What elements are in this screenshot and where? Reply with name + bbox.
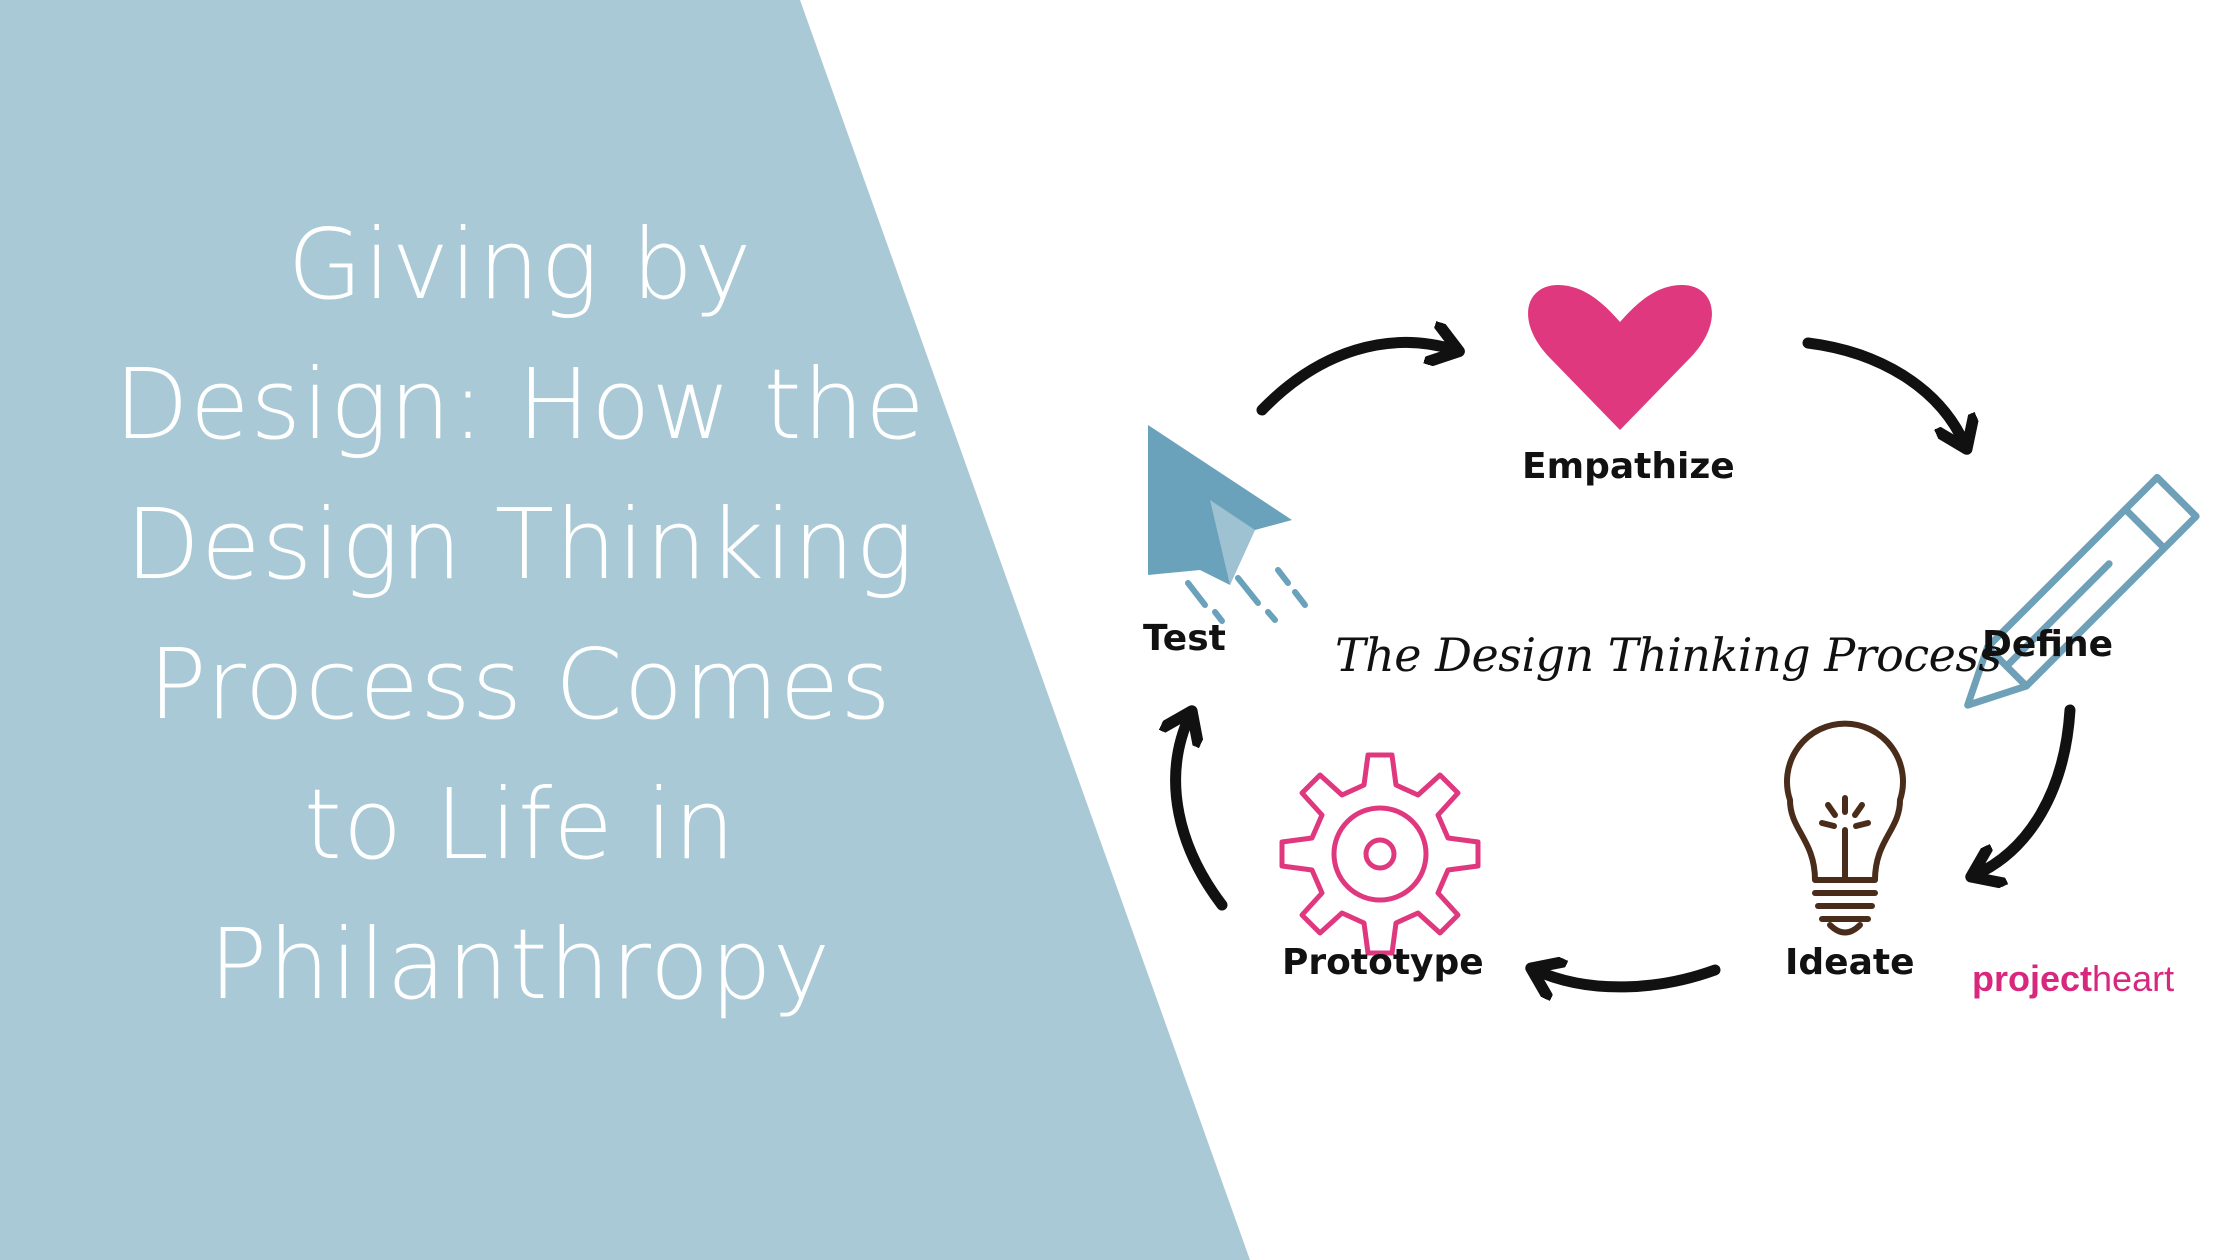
headline: Giving by Design: How the Design Thinkin… <box>40 195 1000 1035</box>
headline-line: Giving by <box>287 208 753 321</box>
gear-icon <box>1279 752 1481 956</box>
pencil-icon <box>1964 473 2200 709</box>
headline-line: to Life in <box>303 768 737 881</box>
arrow-empathize-to-define <box>1802 337 1965 445</box>
headline-line: Philanthropy <box>208 908 832 1021</box>
arrow-define-to-ideate <box>1975 704 2076 875</box>
stage-label-ideate: Ideate <box>1785 942 1915 983</box>
brand-part-2: heart <box>2092 958 2175 999</box>
arrow-prototype-to-test <box>1176 715 1228 911</box>
stage-label-prototype: Prototype <box>1282 942 1484 983</box>
stage-label-test: Test <box>1143 618 1226 659</box>
headline-line: Design: How the <box>114 348 926 461</box>
lightbulb-icon <box>1784 720 1906 936</box>
arrow-ideate-to-prototype <box>1535 970 1721 987</box>
diagram-title: The Design Thinking Process <box>1335 628 2002 682</box>
brand-logo: projectheart <box>1972 958 2174 1000</box>
paper-plane-icon <box>1148 425 1308 624</box>
arrow-test-to-empathize <box>1256 343 1455 416</box>
headline-line: Process Comes <box>148 628 892 741</box>
stage-label-empathize: Empathize <box>1522 446 1735 487</box>
heart-icon <box>1528 285 1712 430</box>
stage-label-define: Define <box>1982 624 2114 665</box>
brand-part-1: project <box>1972 958 2093 999</box>
headline-line: Design Thinking <box>125 488 915 601</box>
